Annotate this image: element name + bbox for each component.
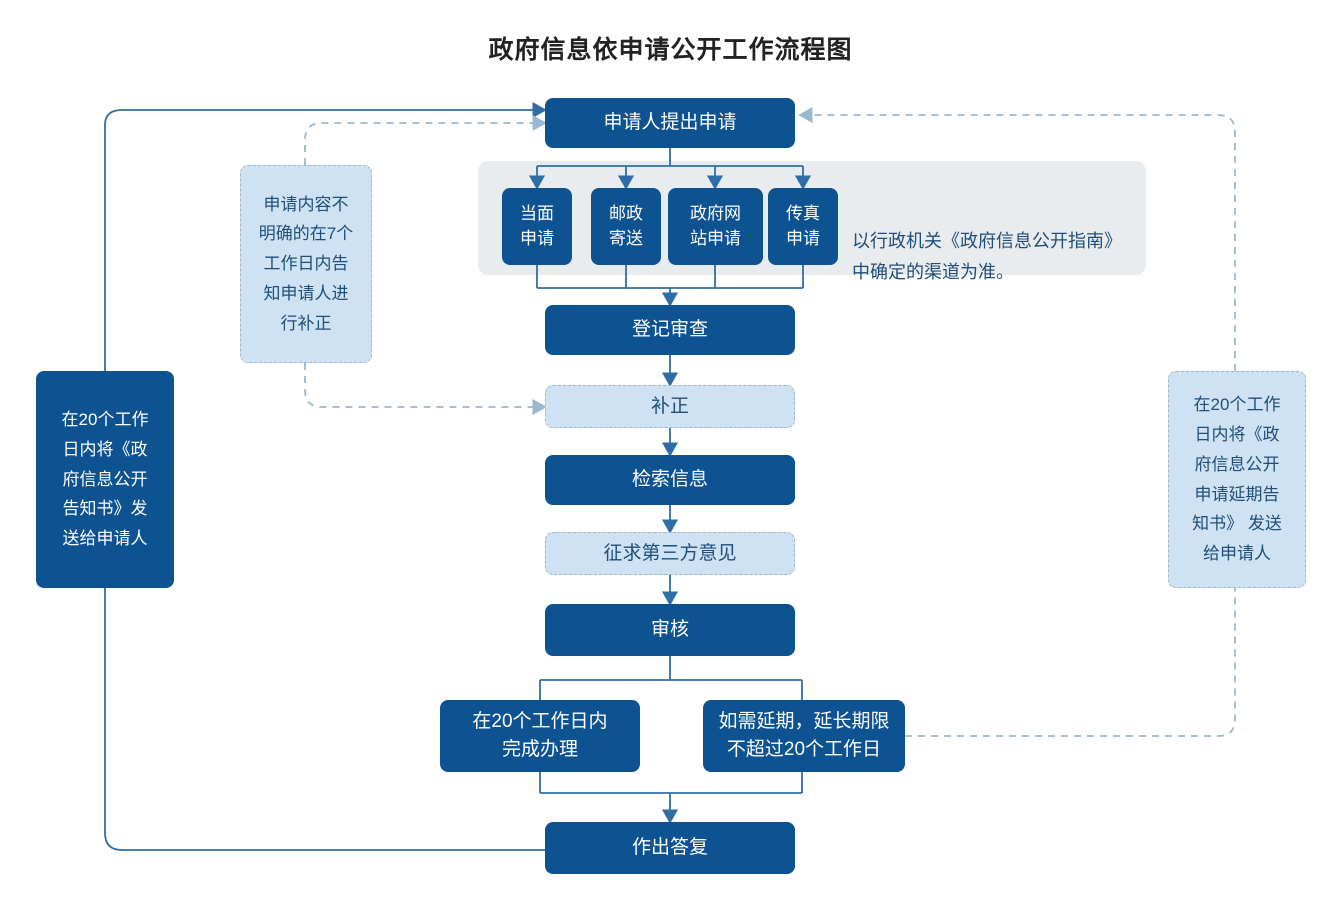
node-extension[interactable]: 如需延期，延长期限 不超过20个工作日 — [703, 700, 905, 772]
node-complete-in-20-days[interactable]: 在20个工作日内 完成办理 — [440, 700, 640, 772]
page-title: 政府信息依申请公开工作流程图 — [488, 36, 853, 64]
node-right-extension-notice[interactable]: 在20个工作 日内将《政 府信息公开 申请延期告 知书》 发送 给申请人 — [1168, 371, 1306, 588]
node-channel-fax-label: 传真 申请 — [786, 203, 820, 248]
node-apply[interactable]: 申请人提出申请 — [545, 98, 795, 148]
node-channel-post[interactable]: 邮政 寄送 — [591, 188, 661, 265]
node-supplement[interactable]: 补正 — [545, 385, 795, 428]
node-register-review-label: 登记审查 — [631, 319, 708, 341]
channel-note: 以行政机关《政府信息公开指南》 中确定的渠道为准。 — [852, 194, 1142, 289]
node-register-review[interactable]: 登记审查 — [545, 305, 795, 355]
node-retrieve-info[interactable]: 检索信息 — [545, 455, 795, 505]
node-channel-website[interactable]: 政府网 站申请 — [668, 188, 763, 265]
node-third-party-opinion-label: 征求第三方意见 — [603, 542, 737, 564]
node-supplement-label: 补正 — [650, 395, 689, 417]
node-reply[interactable]: 作出答复 — [545, 822, 795, 874]
node-third-party-opinion[interactable]: 征求第三方意见 — [545, 532, 795, 575]
node-channel-post-label: 邮政 寄送 — [609, 203, 643, 248]
node-retrieve-info-label: 检索信息 — [631, 469, 708, 491]
node-apply-label: 申请人提出申请 — [603, 112, 737, 134]
node-left-note-supplement[interactable]: 申请内容不 明确的在7个 工作日内告 知申请人进 行补正 — [240, 165, 372, 363]
node-audit[interactable]: 审核 — [545, 604, 795, 656]
node-left-disclosure-notice-label: 在20个工作 日内将《政 府信息公开 告知书》发 送给申请人 — [61, 410, 149, 549]
channel-note-text: 以行政机关《政府信息公开指南》 中确定的渠道为准。 — [852, 230, 1122, 283]
node-extension-label: 如需延期，延长期限 不超过20个工作日 — [718, 711, 890, 760]
node-channel-website-label: 政府网 站申请 — [690, 203, 741, 248]
node-left-disclosure-notice[interactable]: 在20个工作 日内将《政 府信息公开 告知书》发 送给申请人 — [36, 371, 174, 588]
node-channel-inperson[interactable]: 当面 申请 — [502, 188, 572, 265]
node-audit-label: 审核 — [650, 619, 689, 641]
node-complete-in-20-days-label: 在20个工作日内 完成办理 — [472, 711, 608, 760]
node-reply-label: 作出答复 — [631, 837, 708, 859]
node-channel-fax[interactable]: 传真 申请 — [768, 188, 838, 265]
node-left-note-supplement-label: 申请内容不 明确的在7个 工作日内告 知申请人进 行补正 — [258, 194, 354, 333]
node-channel-inperson-label: 当面 申请 — [520, 203, 554, 248]
node-right-extension-notice-label: 在20个工作 日内将《政 府信息公开 申请延期告 知书》 发送 给申请人 — [1192, 395, 1282, 563]
